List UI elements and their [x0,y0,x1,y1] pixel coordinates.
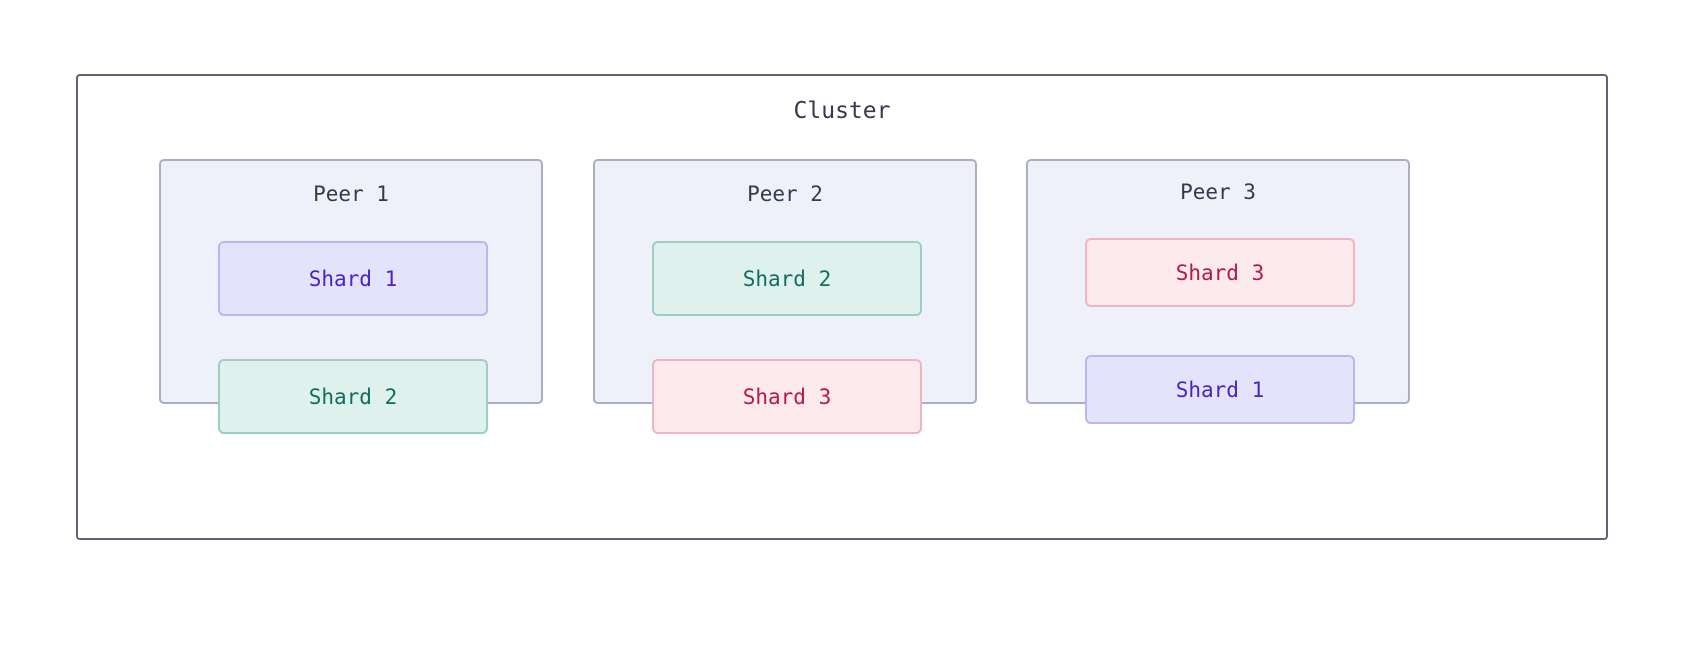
peer-2-shard-1[interactable]: Shard 2 [652,241,922,316]
peer-1-shard-1-label: Shard 1 [308,266,398,291]
cluster-container: Cluster Peer 1 Shard 1 Shard 2 Peer 2 Sh… [76,74,1608,540]
peer-1-shard-2-label: Shard 2 [308,384,398,409]
peer-3-shard-2-label: Shard 1 [1175,377,1265,402]
peer-node-2[interactable]: Peer 2 Shard 2 Shard 3 [593,159,977,434]
peer-1-title: Peer 1 [313,182,389,206]
peer-2-shard-2-label: Shard 3 [742,384,832,409]
peer-2-shard-1-label: Shard 2 [742,266,832,291]
peer-1-shard-1[interactable]: Shard 1 [218,241,488,316]
peer-3-title: Peer 3 [1180,180,1256,204]
peer-3-shard-1-label: Shard 3 [1175,260,1265,285]
peer-3-shard-2[interactable]: Shard 1 [1085,355,1355,424]
peer-3-shard-1[interactable]: Shard 3 [1085,238,1355,307]
peer-2-title: Peer 2 [747,182,823,206]
peer-node-3[interactable]: Peer 3 Shard 3 Shard 1 [1026,159,1410,424]
peer-node-1[interactable]: Peer 1 Shard 1 Shard 2 [159,159,543,434]
cluster-title: Cluster [793,98,891,124]
peer-2-shard-2[interactable]: Shard 3 [652,359,922,434]
peer-1-shard-2[interactable]: Shard 2 [218,359,488,434]
